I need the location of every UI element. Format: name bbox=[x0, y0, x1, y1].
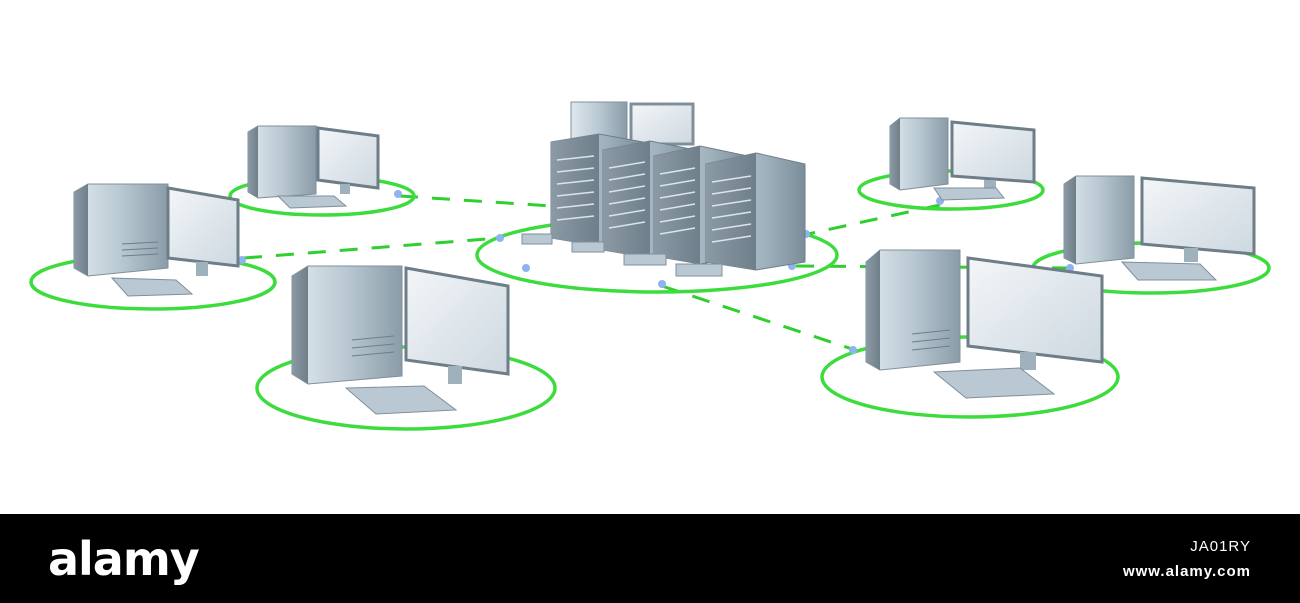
server-rack bbox=[705, 152, 806, 271]
keyboard bbox=[571, 241, 605, 253]
link-mid-left bbox=[243, 236, 501, 260]
node-dot bbox=[238, 256, 246, 264]
link-top-left bbox=[399, 194, 553, 208]
link-top-right bbox=[807, 203, 941, 236]
network-illustration bbox=[29, 101, 1271, 431]
workstation-mid-left bbox=[73, 183, 240, 297]
image-id-label: JA01RY bbox=[1190, 538, 1251, 555]
workstation-bottom-right bbox=[865, 249, 1104, 399]
workstation-right bbox=[1063, 175, 1256, 281]
alamy-logo: alamy bbox=[48, 532, 200, 586]
link-bottom-right bbox=[661, 284, 856, 352]
node-dot bbox=[496, 234, 504, 242]
keyboard bbox=[623, 253, 667, 266]
keyboard bbox=[521, 233, 553, 245]
site-url: www.alamy.com bbox=[1122, 563, 1251, 580]
keyboard bbox=[675, 263, 723, 277]
server-bg-monitor bbox=[629, 102, 695, 146]
workstation-top-right bbox=[889, 117, 1036, 201]
server-cluster bbox=[521, 101, 806, 277]
node-dot bbox=[394, 190, 402, 198]
watermark-footer: alamy JA01RY www.alamy.com bbox=[0, 514, 1300, 603]
node-dot bbox=[658, 280, 666, 288]
node-dot bbox=[522, 264, 530, 272]
workstation-bottom-left bbox=[291, 265, 510, 415]
workstation-top-left bbox=[247, 125, 380, 209]
node-dot bbox=[849, 346, 857, 354]
